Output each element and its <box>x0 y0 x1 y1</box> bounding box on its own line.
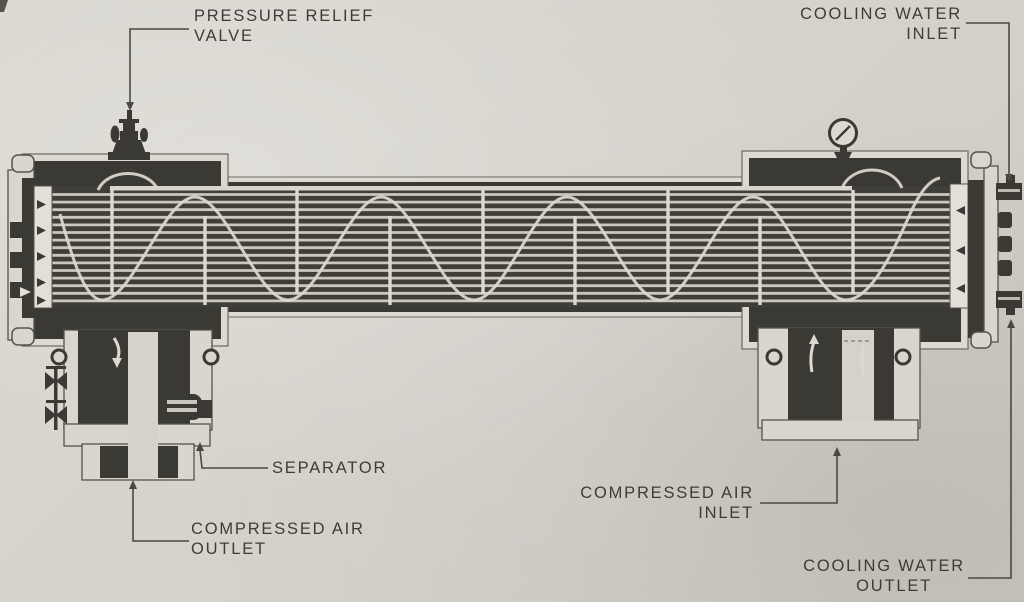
label-separator: SEPARATOR <box>272 458 387 478</box>
leader-pressure-relief-valve <box>126 28 189 111</box>
label-compressed-air-outlet: COMPRESSED AIR OUTLET <box>191 519 365 559</box>
compressed-air-outlet-assembly <box>45 318 220 481</box>
left-end-cover <box>7 154 36 346</box>
leader-cooling-water-outlet <box>968 319 1015 579</box>
corner-lug <box>11 154 35 173</box>
label-line: OUTLET <box>191 540 267 558</box>
water-flow-path <box>58 168 941 302</box>
label-line: VALVE <box>194 27 254 45</box>
corner-lug <box>970 331 992 349</box>
baffles <box>110 190 855 305</box>
label-line: COOLING WATER <box>800 5 962 23</box>
flange-hook <box>765 348 783 366</box>
label-line: SEPARATOR <box>272 459 388 477</box>
flange-hook <box>50 348 68 366</box>
flow-arrow <box>860 343 866 377</box>
flow-arrow-head <box>112 358 122 368</box>
leader-compressed-air-inlet <box>760 447 841 504</box>
label-cooling-water-inlet: COOLING WATER INLET <box>780 4 962 44</box>
label-compressed-air-inlet: COMPRESSED AIR INLET <box>559 483 754 523</box>
right-end-head <box>968 151 1022 349</box>
tie-bar <box>110 186 852 191</box>
flange-hook <box>202 348 220 366</box>
left-tube-sheet <box>33 185 53 309</box>
flange-hook <box>894 348 912 366</box>
flow-arrow <box>20 287 31 297</box>
leader-cooling-water-inlet <box>966 22 1013 182</box>
label-pressure-relief-valve: PRESSURE RELIEF VALVE <box>194 6 374 46</box>
separator-element <box>162 394 212 420</box>
pressure-relief-valve <box>108 110 150 160</box>
outlet-pipe-bore <box>128 332 158 478</box>
leader-compressed-air-outlet <box>129 480 189 542</box>
label-line: COMPRESSED AIR <box>191 520 365 538</box>
flow-arrow <box>809 341 816 373</box>
label-cooling-water-outlet: COOLING WATER OUTLET <box>789 556 965 596</box>
label-line: INLET <box>906 25 962 43</box>
head-bolts <box>998 212 1012 276</box>
tubes <box>52 193 950 303</box>
cooling-water-outlet-nozzle <box>996 291 1022 315</box>
flow-arrow-head <box>809 334 819 344</box>
label-line: PRESSURE RELIEF <box>194 7 375 25</box>
label-line: OUTLET <box>856 577 932 595</box>
pressure-gauge <box>828 118 858 160</box>
label-line: INLET <box>698 504 754 522</box>
label-line: COOLING WATER <box>803 557 965 575</box>
drain-valve <box>45 366 67 430</box>
corner-lug <box>970 151 992 169</box>
scan-artifact <box>0 0 8 12</box>
tube-bundle <box>52 168 954 307</box>
label-line: COMPRESSED AIR <box>580 484 754 502</box>
corner-lug <box>11 327 35 346</box>
leader-lines <box>126 22 1015 579</box>
compressed-air-inlet-assembly <box>757 315 921 441</box>
cooling-water-inlet-nozzle <box>996 175 1022 200</box>
right-tube-sheet <box>949 183 969 309</box>
leader-separator <box>196 442 268 469</box>
heat-exchanger-cutaway <box>7 110 1022 481</box>
